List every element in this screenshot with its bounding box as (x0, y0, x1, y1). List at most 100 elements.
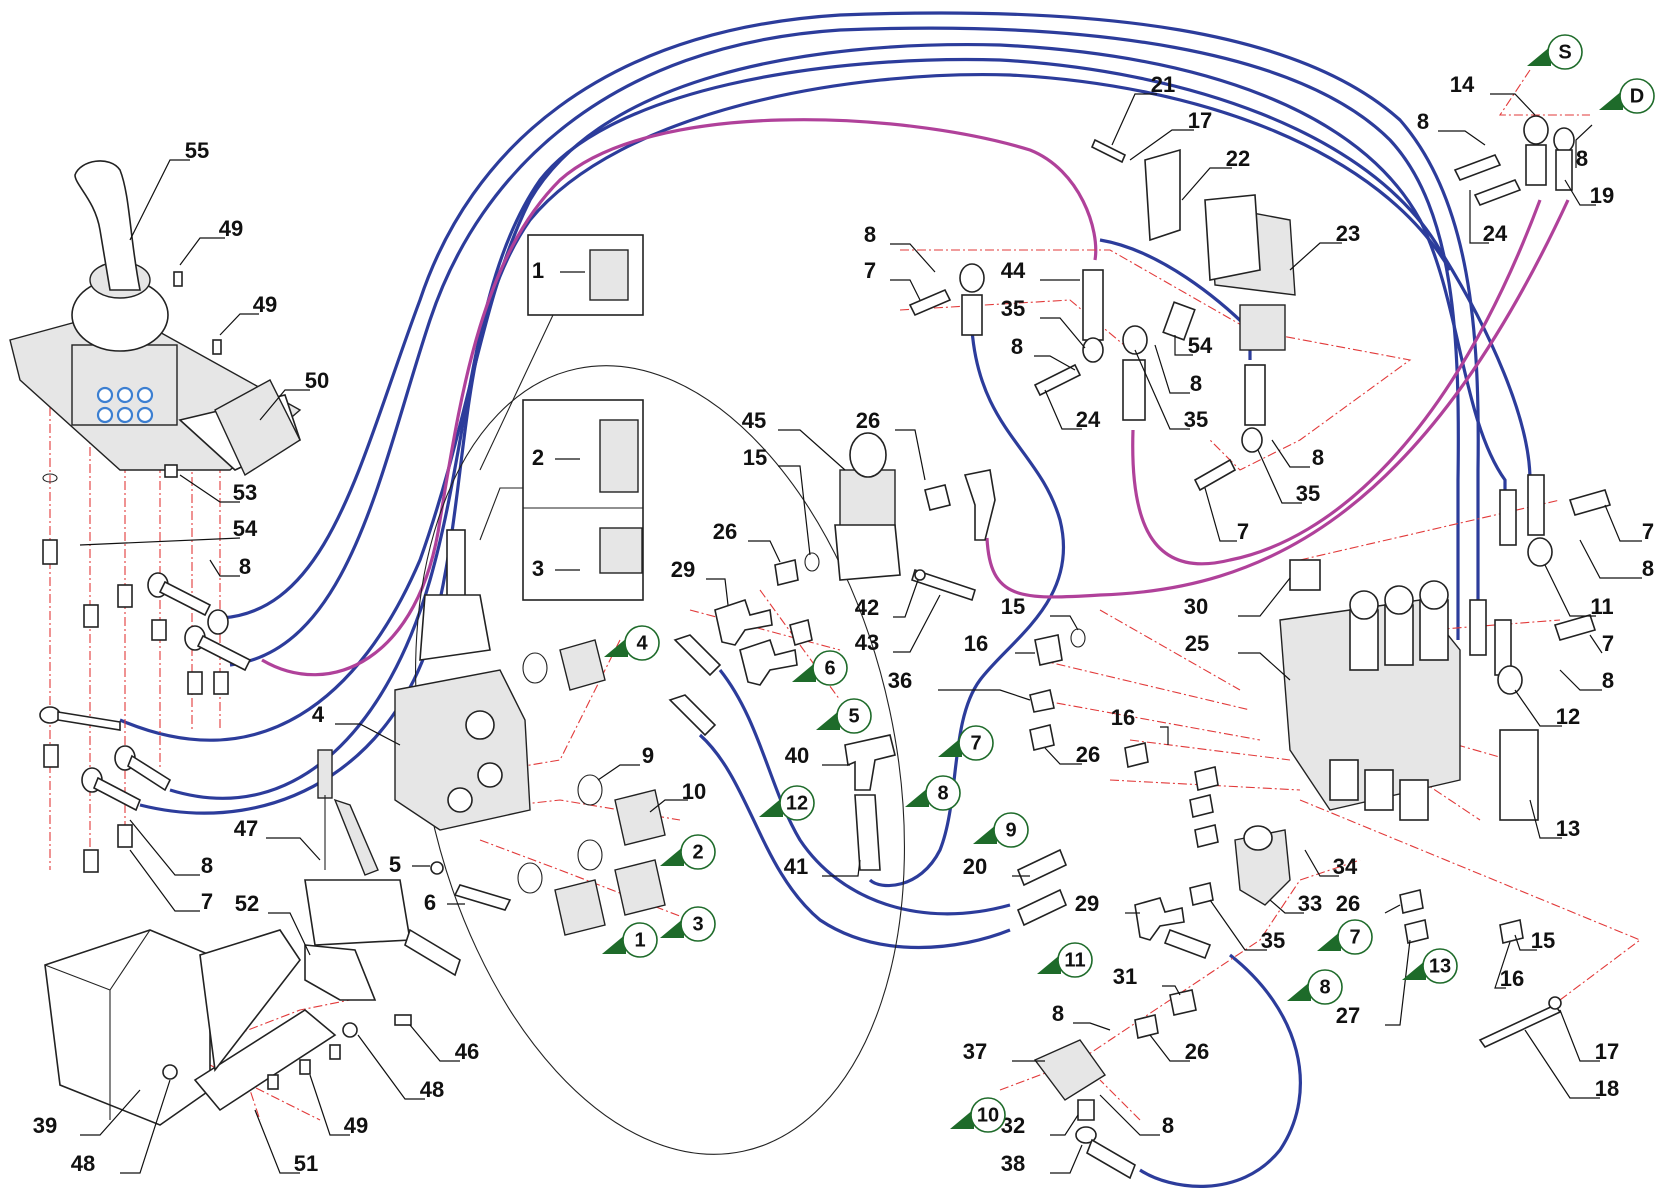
leader-41 (822, 859, 861, 877)
callout-c8l: 8 (1162, 1113, 1174, 1138)
marker-label-m11: 11 (1064, 949, 1085, 971)
marker-label-m6: 6 (824, 657, 835, 679)
marker-label-m1: 1 (634, 929, 645, 951)
port-marker-m2: 2 (660, 834, 716, 870)
fitting-16a (1034, 634, 1063, 666)
solenoid-23-coil (1239, 304, 1286, 351)
leader-9 (597, 764, 640, 781)
hose-pink-1 (261, 118, 1098, 677)
joystick-grip (74, 160, 141, 291)
callout-c53: 53 (233, 480, 257, 505)
banjo-35c (1241, 427, 1263, 453)
detail-part-2 (599, 419, 639, 493)
leader-42 (893, 579, 919, 618)
valve-pilot-tube (446, 529, 466, 601)
leader-54b (1174, 335, 1193, 356)
marker-arrow-m13 (1402, 960, 1426, 980)
leader-49a (179, 237, 225, 266)
callout-c23: 23 (1336, 221, 1360, 246)
washer-5 (430, 861, 444, 875)
lever-cable (404, 928, 461, 977)
callout-c3a: 3 (532, 556, 544, 581)
callout-c41: 41 (784, 854, 808, 879)
leader-35d (1209, 899, 1267, 951)
adapter-a3 (117, 584, 133, 608)
leader-49b (219, 313, 259, 336)
callout-c37: 37 (963, 1039, 987, 1064)
bolt-a6 (213, 671, 229, 695)
marker-label-m4: 4 (636, 632, 648, 654)
port-marker-mD: D (1599, 78, 1655, 114)
leader-48b (120, 1079, 171, 1174)
oring-15b (1070, 628, 1086, 648)
port-marker-m13: 13 (1402, 948, 1458, 984)
leader-32 (1050, 1114, 1079, 1136)
port-marker-m9: 9 (973, 812, 1029, 848)
leader-8f (1271, 439, 1310, 468)
leader-7e (1589, 634, 1603, 654)
fitting-26d (1399, 889, 1424, 914)
port-ring-5 (116, 406, 134, 424)
callout-c17b: 17 (1595, 1039, 1619, 1064)
fitting-16c (1499, 919, 1524, 944)
hose-19 (1555, 149, 1573, 191)
lever-handle (317, 749, 333, 799)
leader-47 (266, 837, 321, 861)
oring-2 (577, 839, 603, 871)
marker-circle-m6 (812, 650, 848, 686)
callout-c24b: 24 (1483, 221, 1508, 246)
callout-c35d: 35 (1261, 928, 1285, 953)
hose-end-left-1 (673, 634, 722, 677)
hose-38 (1086, 1138, 1136, 1180)
valve-top-housing (419, 594, 491, 661)
detail-lead-2 (479, 487, 523, 541)
solenoid-cap-1 (1349, 590, 1379, 620)
leader-7c (1204, 487, 1237, 542)
callout-c33: 33 (1298, 891, 1322, 916)
marker-circle-m10 (970, 1097, 1006, 1133)
callout-c48b: 48 (71, 1151, 95, 1176)
callout-c49c: 49 (344, 1113, 368, 1138)
leader-26e (1149, 1034, 1190, 1062)
marker-arrow-m8b (1287, 981, 1311, 1001)
leader-54a (79, 537, 241, 546)
callout-c51: 51 (294, 1151, 318, 1176)
marker-circle-m2 (680, 834, 716, 870)
leader-39 (80, 1089, 141, 1136)
hose-blue-1 (221, 11, 1480, 630)
marker-circle-m7b (1337, 919, 1373, 955)
nut-48b (162, 1064, 178, 1080)
marker-label-m8a: 8 (937, 782, 948, 804)
leader-22 (1181, 167, 1232, 201)
leader-17b (1559, 1009, 1600, 1062)
callout-c2a: 2 (532, 445, 544, 470)
callout-c29a: 29 (671, 557, 695, 582)
callout-c15a: 15 (743, 445, 767, 470)
marker-label-m13: 13 (1429, 955, 1451, 977)
housing-39 (44, 929, 211, 1126)
callout-c20: 20 (963, 854, 987, 879)
fitting-16b (1124, 742, 1149, 768)
solenoid-cap-2 (1384, 585, 1414, 615)
leader-13 (1529, 799, 1562, 839)
callout-c54a: 54 (233, 516, 258, 541)
fitting-1 (554, 879, 606, 936)
leader-8b (129, 819, 200, 876)
fitting-35d (1189, 882, 1214, 906)
leader-7b (890, 279, 921, 301)
callout-c38: 38 (1001, 1151, 1025, 1176)
callout-labels: 5549495053548874564752910123451526292642… (33, 72, 1654, 1176)
bracket-52 (304, 944, 377, 1001)
callout-c50: 50 (305, 368, 329, 393)
housing-39-edge (44, 929, 151, 1120)
callout-c7a: 7 (201, 889, 213, 914)
leader-26d (1384, 904, 1401, 914)
port-marker-m8b: 8 (1287, 969, 1343, 1005)
marker-circle-mD (1619, 78, 1655, 114)
leader-38 (1050, 1144, 1083, 1174)
valve-33-cap (1243, 825, 1273, 851)
callout-c25: 25 (1185, 631, 1209, 656)
callout-c26a: 26 (713, 519, 737, 544)
adapter-54-right (1162, 301, 1196, 341)
leader-8h (1575, 124, 1593, 168)
